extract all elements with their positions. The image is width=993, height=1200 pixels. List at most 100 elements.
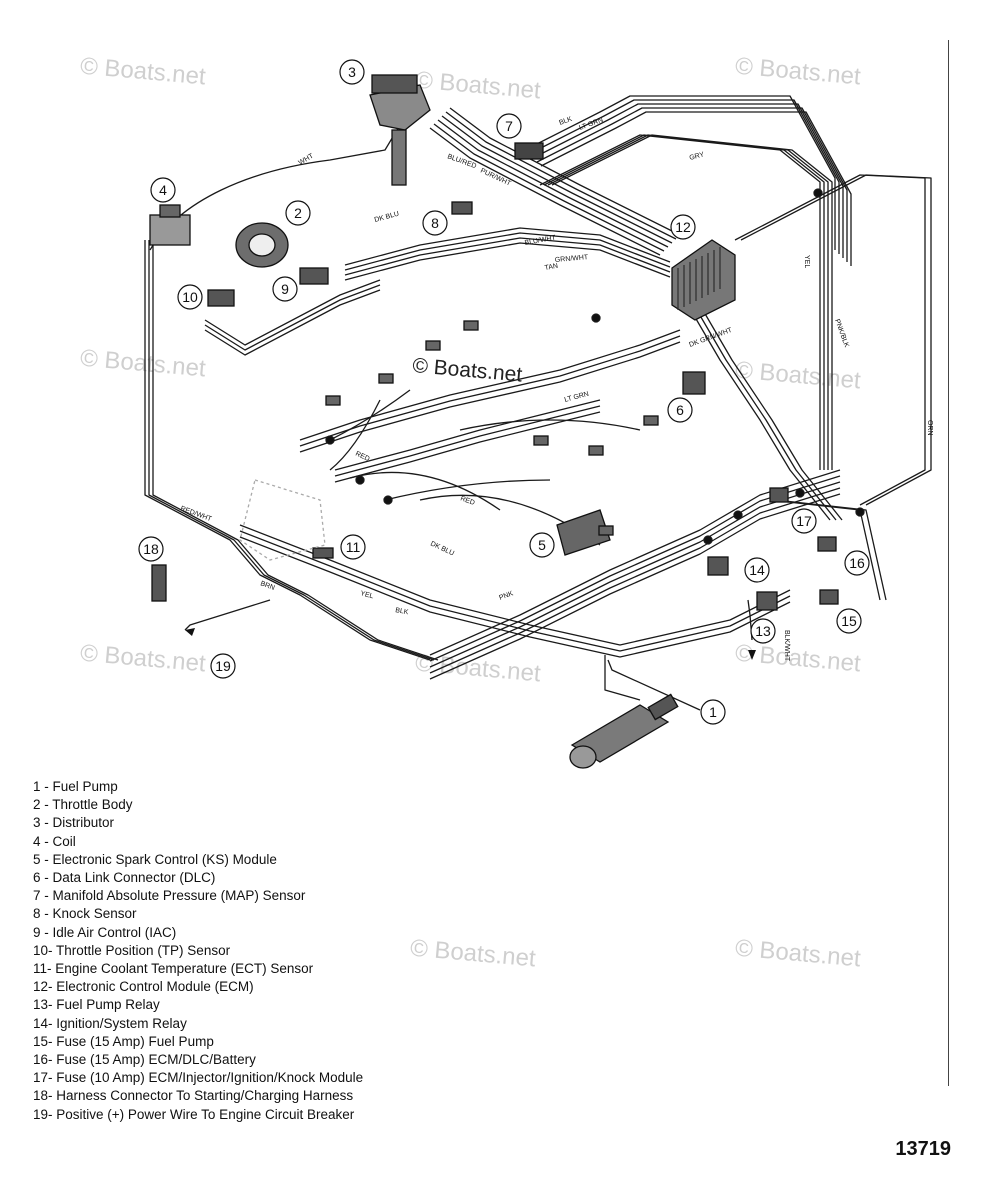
- callout-number-18: 18: [143, 541, 159, 557]
- legend-item: 12- Electronic Control Module (ECM): [33, 979, 254, 995]
- legend-item: 1 - Fuel Pump: [33, 779, 118, 794]
- legend-item: 7 - Manifold Absolute Pressure (MAP) Sen…: [33, 888, 306, 904]
- callout-circle: [529, 532, 555, 558]
- legend-item: 19- Positive (+) Power Wire To Engine Ci…: [33, 1106, 355, 1122]
- injector-wire: [384, 479, 551, 501]
- callout-circle: [836, 608, 862, 634]
- wire-harness: [540, 111, 852, 266]
- coil-part: [149, 204, 191, 246]
- wire-harness: [334, 399, 601, 471]
- callout-circle: [422, 210, 448, 236]
- callout-circle: [700, 699, 726, 725]
- wire-harness: [445, 111, 677, 240]
- fuse-part: [769, 487, 789, 503]
- junction-dot: [355, 475, 365, 485]
- junction-dot: [703, 535, 713, 545]
- wire-harness: [433, 123, 665, 252]
- dlc-part: [682, 371, 706, 395]
- fuel-injector-part: [325, 395, 341, 406]
- callout-number-19: 19: [215, 658, 231, 674]
- wire-color-label: RED: [354, 450, 370, 463]
- callout-number-13: 13: [755, 623, 771, 639]
- wire-harness: [429, 481, 841, 668]
- callout-circle: [670, 214, 696, 240]
- callout-circle: [791, 508, 817, 534]
- callout-number-9: 9: [281, 281, 289, 297]
- injector-wire: [349, 471, 501, 511]
- fuel-injector-part: [598, 525, 614, 536]
- wire-color-label: BLU/RED: [446, 153, 477, 170]
- callout-circle: [667, 397, 693, 423]
- fuel-pump-wire: [607, 659, 701, 711]
- wire-harness: [344, 242, 671, 281]
- wire-harness: [299, 329, 681, 441]
- wire-harness: [532, 103, 844, 258]
- callout-number-8: 8: [431, 215, 439, 231]
- wire-harness: [239, 524, 791, 646]
- page-border-line: [948, 40, 949, 1086]
- callout-circle: [138, 536, 164, 562]
- legend-item: 4 - Coil: [33, 833, 76, 849]
- callout-circle: [496, 113, 522, 139]
- junction-dot: [795, 488, 805, 498]
- callout-number-11: 11: [346, 539, 361, 555]
- junction-dot: [813, 188, 823, 198]
- throttle-body-part: [235, 222, 289, 268]
- watermark: © Boats.net: [409, 934, 537, 973]
- wire-harness: [334, 411, 601, 483]
- iac-part: [299, 267, 329, 285]
- callout-number-16: 16: [849, 555, 865, 571]
- junction-dot: [325, 435, 335, 445]
- figure-number: 13719: [895, 1138, 951, 1160]
- fuel-pump-wire: [604, 655, 641, 701]
- wire-harness: [344, 227, 671, 266]
- legend-item: 10- Throttle Position (TP) Sensor: [33, 942, 231, 958]
- fuel-injector-part: [425, 340, 441, 351]
- wire-harness: [204, 284, 381, 351]
- wire-harness: [684, 299, 831, 521]
- callout-circle: [177, 284, 203, 310]
- callout-circle: [844, 550, 870, 576]
- fuel-injector-part: [643, 415, 659, 426]
- legend-item: 18- Harness Connector To Starting/Chargi…: [33, 1088, 354, 1104]
- ks-module-part: [556, 509, 611, 556]
- wire-color-label: TAN: [544, 263, 558, 272]
- wire-harness: [344, 232, 671, 271]
- fuel-pump-relay-part: [756, 591, 778, 611]
- legend-item: 16- Fuse (15 Amp) ECM/DLC/Battery: [33, 1052, 256, 1068]
- knock-sensor-part: [451, 201, 473, 215]
- callout-circle: [210, 653, 236, 679]
- junction-dot: [733, 510, 743, 520]
- junction-dot: [383, 495, 393, 505]
- wire-harness: [690, 299, 837, 521]
- junction-dot: [855, 507, 865, 517]
- callout-circle: [285, 200, 311, 226]
- wire-harness: [441, 115, 673, 244]
- wire-harness: [734, 174, 926, 506]
- wire-color-label: WHT: [298, 152, 316, 166]
- callout-number-5: 5: [538, 537, 546, 553]
- harness-connector-part: [151, 564, 167, 602]
- wire-color-label: BLK: [395, 607, 410, 616]
- callout-number-4: 4: [159, 182, 167, 198]
- legend-item: 13- Fuel Pump Relay: [33, 997, 160, 1013]
- wire-harness: [344, 237, 671, 276]
- tp-sensor-part: [207, 289, 235, 307]
- wire-color-label: LT GRN: [564, 391, 590, 404]
- wire-color-label: YEL: [803, 255, 810, 268]
- legend-item: 6 - Data Link Connector (DLC): [33, 870, 216, 886]
- wire-harness: [551, 134, 833, 470]
- ecm-part: [671, 239, 736, 321]
- legend-item: 8 - Knock Sensor: [33, 906, 137, 922]
- wire-harness: [299, 341, 681, 453]
- legend-item: 15- Fuse (15 Amp) Fuel Pump: [33, 1033, 214, 1049]
- arrowhead: [185, 628, 195, 636]
- wire-color-label: BLK: [558, 116, 573, 127]
- callout-circle: [340, 534, 366, 560]
- wire-color-label: ORN: [926, 420, 933, 436]
- legend-item: 17- Fuse (10 Amp) ECM/Injector/Ignition/…: [33, 1070, 364, 1086]
- wire-color-label: RED: [459, 495, 475, 507]
- wire-harness: [775, 499, 887, 601]
- wire-harness: [299, 335, 681, 447]
- wire-harness: [204, 279, 381, 346]
